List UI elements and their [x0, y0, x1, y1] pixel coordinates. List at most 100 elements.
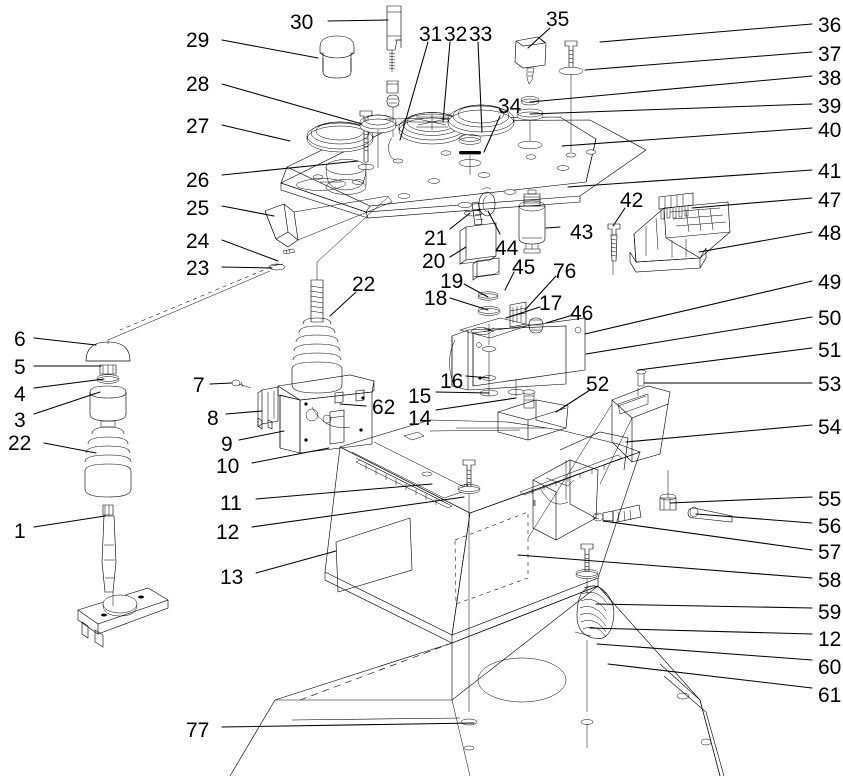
- callout-number-7: 7: [193, 374, 205, 397]
- callout-leader-lines: [33, 19, 813, 728]
- leader-line-12: [251, 496, 465, 528]
- leader-line-31: [399, 41, 429, 141]
- callout-number-23: 23: [186, 257, 210, 280]
- callout-number-15: 15: [408, 385, 432, 408]
- callout-number-22: 22: [8, 432, 32, 455]
- callout-number-30: 30: [290, 11, 314, 34]
- leader-line-24: [221, 239, 279, 262]
- callout-number-48: 48: [818, 222, 842, 245]
- center-joystick-assembly: [231, 196, 389, 454]
- leader-line-29: [221, 39, 319, 59]
- callout-number-12r: 12: [818, 628, 842, 651]
- leader-line-34: [483, 115, 501, 153]
- callout-number-37: 37: [818, 43, 842, 66]
- leader-line-76: [524, 275, 557, 311]
- callout-number-32: 32: [444, 23, 468, 46]
- leader-line-13: [255, 550, 337, 574]
- panel-boss-left: [306, 121, 374, 153]
- right-support-bracket: [532, 431, 733, 541]
- leader-line-47: [691, 197, 813, 209]
- part-29-knob: [319, 35, 355, 79]
- callout-number-25: 25: [186, 197, 210, 220]
- callout-number-77: 77: [186, 719, 210, 742]
- leader-line-46: [545, 314, 574, 324]
- left-joystick-column: [77, 341, 169, 648]
- leader-line-6: [33, 337, 97, 346]
- callout-number-40: 40: [818, 119, 842, 142]
- callout-number-53: 53: [818, 373, 842, 396]
- callout-number-55: 55: [818, 488, 842, 511]
- callout-number-58: 58: [818, 569, 842, 592]
- leader-line-32: [442, 41, 451, 123]
- callout-number-6: 6: [14, 328, 26, 351]
- callout-number-31: 31: [419, 23, 443, 46]
- leader-line-3: [33, 391, 101, 415]
- part-59-61-group: [574, 543, 615, 748]
- leader-line-49: [584, 280, 813, 335]
- leader-line-52: [555, 389, 591, 413]
- callout-number-47: 47: [818, 189, 842, 212]
- leader-line-62: [339, 403, 367, 407]
- leader-line-25: [221, 205, 275, 217]
- callout-number-27: 27: [186, 115, 210, 138]
- leader-line-58: [517, 554, 813, 579]
- callout-number-33: 33: [469, 23, 493, 46]
- leader-line-26: [221, 160, 359, 176]
- callout-number-13: 13: [220, 566, 244, 589]
- callout-number-44: 44: [495, 237, 519, 260]
- leader-line-14: [435, 397, 517, 411]
- callout-number-12: 12: [216, 521, 240, 544]
- leader-line-9: [238, 430, 285, 441]
- callout-number-46: 46: [570, 302, 594, 325]
- leader-line-57: [602, 520, 813, 551]
- part-42-screw: [607, 223, 621, 275]
- assembly-guide-line: [107, 270, 271, 344]
- callout-number-50: 50: [818, 307, 842, 330]
- leader-line-17: [505, 306, 541, 319]
- leader-line-18: [449, 297, 489, 311]
- part-24-23-fasteners: [268, 248, 296, 271]
- leader-line-12r: [589, 627, 813, 635]
- leader-line-27: [221, 124, 291, 142]
- leader-line-33: [477, 41, 483, 133]
- callout-number-76: 76: [553, 260, 577, 283]
- part-36-37-bolt-washer: [558, 40, 584, 158]
- callout-number-21: 21: [424, 227, 448, 250]
- leader-line-77: [221, 722, 475, 728]
- part-43-ignition-switch: [518, 189, 546, 254]
- leader-line-41: [567, 169, 813, 188]
- callout-number-43: 43: [570, 221, 594, 244]
- part-52-cover: [527, 369, 671, 539]
- callout-number-24: 24: [186, 230, 210, 253]
- leader-line-36: [599, 23, 813, 43]
- callout-number-39: 39: [818, 95, 842, 118]
- callout-number-5: 5: [14, 356, 26, 379]
- callout-number-35: 35: [546, 8, 570, 31]
- callout-number-28: 28: [186, 73, 210, 96]
- callout-number-61: 61: [818, 684, 842, 707]
- panel-stud-left: [388, 137, 404, 164]
- callout-number-18: 18: [424, 287, 448, 310]
- callout-number-52: 52: [586, 373, 610, 396]
- part-47-48-fuse-block: [629, 192, 731, 273]
- callout-number-17: 17: [539, 292, 563, 315]
- callout-number-59: 59: [818, 601, 842, 624]
- callout-number-16: 16: [440, 370, 464, 393]
- leader-line-16: [465, 375, 490, 379]
- leader-line-45: [504, 271, 515, 291]
- leader-line-51: [637, 347, 813, 371]
- callout-number-11: 11: [220, 492, 242, 515]
- leader-line-60: [596, 643, 813, 661]
- callout-number-10: 10: [216, 455, 240, 478]
- part-34-washer-stack: [458, 134, 482, 175]
- leader-line-38: [529, 75, 813, 103]
- callout-number-26: 26: [186, 169, 210, 192]
- leader-line-61: [607, 663, 813, 689]
- part-11-12-bolt: [457, 459, 481, 751]
- callout-number-3: 3: [14, 409, 26, 432]
- callout-number-14: 14: [408, 407, 432, 430]
- leader-line-50: [585, 316, 813, 355]
- leader-line-44: [487, 210, 501, 235]
